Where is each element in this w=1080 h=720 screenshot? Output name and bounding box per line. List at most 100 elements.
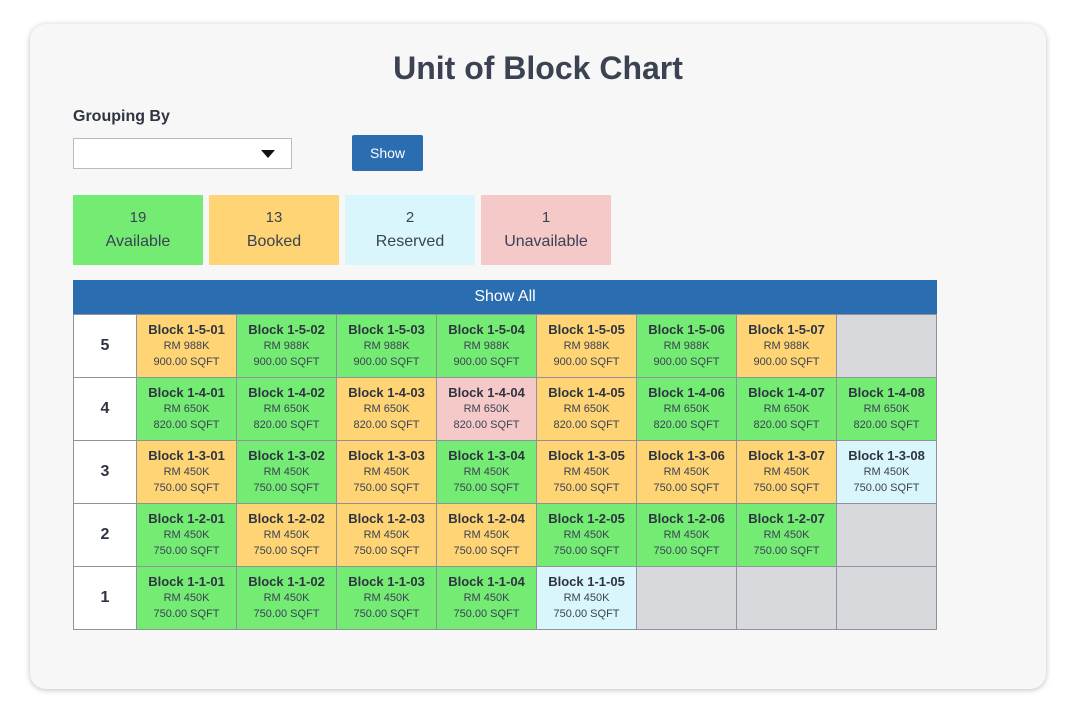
unit-name: Block 1-3-08 [848,448,925,463]
unit-area: 750.00 SQFT [253,482,320,494]
unit-area: 900.00 SQFT [353,356,420,368]
page-title: Unit of Block Chart [393,50,683,86]
unit-name: Block 1-3-06 [648,448,725,463]
unit-price: RM 450K [563,529,610,541]
unit-name: Block 1-3-01 [148,448,225,463]
floor-number: 2 [73,503,137,567]
unit-name: Block 1-2-04 [448,511,525,526]
unit-price: RM 988K [763,340,810,352]
unit-name: Block 1-4-06 [648,385,725,400]
unit-name: Block 1-4-08 [848,385,925,400]
unit-price: RM 450K [363,466,410,478]
stat-unavailable[interactable]: 1 Unavailable [481,195,611,265]
unit-cell[interactable]: Block 1-4-01 RM 650K 820.00 SQFT [136,377,237,441]
empty-unit-cell [636,566,737,630]
unit-price: RM 450K [263,592,310,604]
stat-count: 19 [129,209,147,226]
unit-price: RM 650K [563,403,610,415]
unit-price: RM 450K [563,466,610,478]
unit-price: RM 650K [163,403,210,415]
unit-name: Block 1-5-02 [248,322,325,337]
unit-price: RM 450K [863,466,910,478]
unit-price: RM 450K [363,592,410,604]
unit-price: RM 450K [763,466,810,478]
stat-reserved[interactable]: 2 Reserved [345,195,475,265]
grouping-select[interactable] [73,138,292,169]
unit-price: RM 988K [563,340,610,352]
show-all-bar[interactable]: Show All [73,280,937,314]
unit-area: 900.00 SQFT [553,356,620,368]
stat-available[interactable]: 19 Available [73,195,203,265]
stat-booked[interactable]: 13 Booked [209,195,339,265]
unit-name: Block 1-5-04 [448,322,525,337]
unit-area: 820.00 SQFT [753,419,820,431]
unit-name: Block 1-3-03 [348,448,425,463]
empty-unit-cell [836,314,937,378]
unit-cell[interactable]: Block 1-5-05 RM 988K 900.00 SQFT [536,314,637,378]
unit-area: 750.00 SQFT [353,545,420,557]
unit-name: Block 1-5-03 [348,322,425,337]
unit-area: 750.00 SQFT [753,482,820,494]
unit-price: RM 450K [763,529,810,541]
stat-count: 1 [541,209,551,226]
unit-name: Block 1-4-01 [148,385,225,400]
unit-area: 820.00 SQFT [353,419,420,431]
unit-price: RM 650K [263,403,310,415]
unit-area: 900.00 SQFT [253,356,320,368]
unit-price: RM 450K [363,529,410,541]
show-button[interactable]: Show [352,135,423,171]
empty-unit-cell [836,566,937,630]
unit-price: RM 450K [563,592,610,604]
unit-area: 750.00 SQFT [753,545,820,557]
unit-area: 820.00 SQFT [253,419,320,431]
unit-price: RM 650K [363,403,410,415]
unit-cell[interactable]: Block 1-4-07 RM 650K 820.00 SQFT [736,377,837,441]
unit-name: Block 1-4-07 [748,385,825,400]
unit-area: 750.00 SQFT [553,482,620,494]
unit-area: 900.00 SQFT [653,356,720,368]
unit-price: RM 450K [463,466,510,478]
unit-area: 750.00 SQFT [153,482,220,494]
unit-price: RM 650K [763,403,810,415]
unit-area: 750.00 SQFT [253,608,320,620]
unit-name: Block 1-3-04 [448,448,525,463]
unit-price: RM 988K [163,340,210,352]
unit-area: 820.00 SQFT [153,419,220,431]
unit-name: Block 1-5-05 [548,322,625,337]
